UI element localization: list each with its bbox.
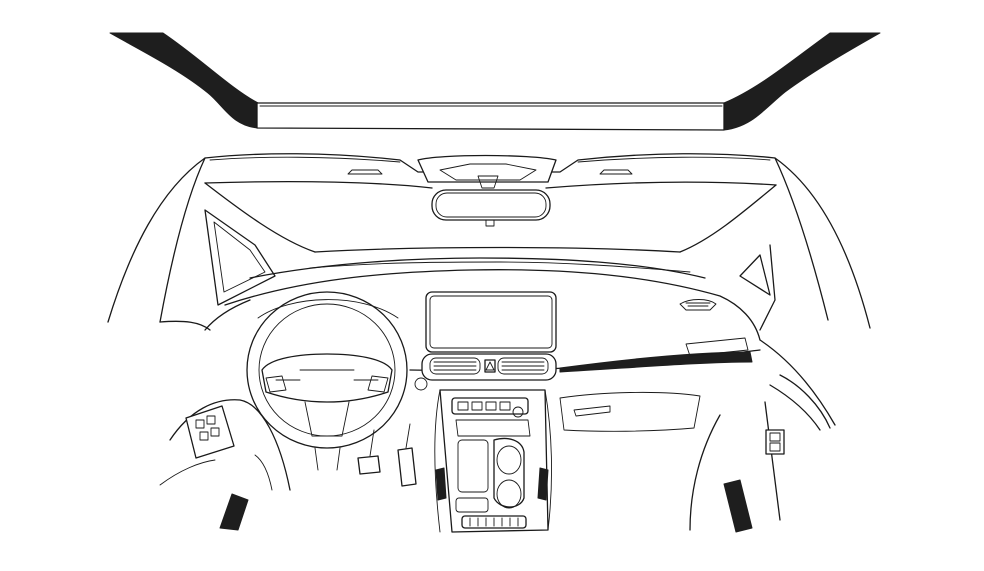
- climate-control-panel[interactable]: [451, 397, 529, 415]
- wireless-charging-pad: [457, 439, 489, 493]
- window-switch-4[interactable]: [210, 427, 220, 437]
- right-window-switch-bottom[interactable]: [769, 442, 781, 452]
- overhead-console-lamp: [439, 163, 537, 181]
- dashboard-upper-contour: [224, 269, 761, 341]
- pedals: [357, 423, 417, 487]
- left-pillar-inner: [159, 157, 206, 323]
- right-a-pillar-shade: [723, 32, 881, 131]
- cup-holder-front: [496, 445, 522, 475]
- right-window-switch-top[interactable]: [769, 432, 781, 442]
- right-door-armrest: [769, 374, 831, 431]
- steering-wheel[interactable]: [246, 291, 408, 471]
- roof-outer-line: [107, 153, 871, 329]
- right-door: [689, 244, 836, 533]
- center-console: [434, 389, 553, 533]
- climate-button-4[interactable]: [499, 401, 511, 411]
- right-pillar-inner: [774, 157, 829, 321]
- accelerator-pedal[interactable]: [397, 447, 417, 487]
- grab-handle-right: [599, 169, 633, 175]
- hazard-button[interactable]: [484, 359, 496, 373]
- windshield-bottom-edge: [314, 246, 681, 253]
- left-a-pillar-shade: [109, 32, 259, 129]
- passenger-vent-slats: [685, 302, 711, 307]
- steering-wheel-hub-detail: [275, 369, 379, 381]
- brake-pedal[interactable]: [357, 455, 381, 475]
- window-switch-panel: [185, 405, 235, 459]
- glovebox-handle: [573, 405, 611, 417]
- infotainment: [425, 291, 557, 353]
- cup-holders: [493, 437, 525, 508]
- windshield-top-edge: [204, 180, 777, 189]
- cup-holder-rear: [496, 479, 522, 509]
- dashboard: [204, 257, 761, 432]
- dashboard-trim-accent: [559, 351, 753, 373]
- accelerator-pedal-arm: [405, 423, 411, 449]
- right-window-switch[interactable]: [765, 429, 785, 455]
- window-switch-2[interactable]: [206, 415, 216, 425]
- steering-wheel-right-buttons[interactable]: [367, 375, 389, 393]
- steering-wheel-spoke-bottom: [304, 401, 350, 437]
- infotainment-screen-display[interactable]: [429, 295, 553, 349]
- console-left-accent: [435, 467, 447, 501]
- climate-button-1[interactable]: [457, 401, 469, 411]
- steering-column: [314, 447, 341, 471]
- console-bottom-vent-slats: [469, 517, 519, 527]
- infotainment-screen[interactable]: [425, 291, 557, 353]
- console-button-strip[interactable]: [455, 497, 489, 513]
- right-window-frame: [759, 244, 776, 331]
- sun-visor-left: [209, 156, 401, 163]
- rear-view-mirror: [431, 189, 551, 221]
- center-console-left-edge: [434, 389, 441, 533]
- windshield-left-edge: [204, 182, 316, 253]
- console-right-accent: [537, 467, 549, 501]
- left-door-handle[interactable]: [254, 454, 273, 491]
- climate-button-2[interactable]: [471, 401, 483, 411]
- left-quarter-window-inner: [213, 221, 266, 293]
- start-button[interactable]: [414, 377, 428, 391]
- climate-button-3[interactable]: [485, 401, 497, 411]
- mirror-mount: [485, 219, 495, 227]
- passenger-air-vent: [679, 299, 717, 311]
- right-door-panel: [689, 401, 781, 531]
- climate-knob[interactable]: [512, 406, 524, 418]
- left-dash-end: [204, 299, 251, 331]
- left-quarter-window: [204, 209, 276, 306]
- left-door-pocket-accent: [219, 493, 249, 531]
- sun-visor-right: [577, 156, 771, 163]
- right-door-pocket-accent: [723, 479, 753, 533]
- left-door-lower: [159, 459, 216, 486]
- left-door-top: [159, 320, 211, 331]
- right-quarter-window: [739, 254, 771, 296]
- steering-wheel-left-buttons[interactable]: [265, 375, 287, 393]
- dashboard-crease: [309, 261, 691, 273]
- brake-pedal-arm: [369, 429, 375, 457]
- center-vent-right[interactable]: [497, 357, 549, 375]
- overhead-console-body: [417, 154, 557, 183]
- storage-tray: [455, 419, 531, 437]
- center-console-right-edge: [544, 389, 553, 531]
- roof-header: [109, 32, 881, 131]
- instrument-cluster-hood: [257, 299, 399, 319]
- windshield-right-edge: [679, 184, 777, 253]
- passenger-dash-panel: [685, 337, 749, 357]
- right-door-top: [759, 339, 836, 426]
- glovebox: [559, 391, 701, 432]
- center-vent-left[interactable]: [429, 357, 481, 375]
- left-door: [159, 209, 291, 531]
- windshield-frame: [107, 153, 871, 329]
- window-switch-1[interactable]: [195, 419, 205, 429]
- hazard-icon: [485, 361, 495, 371]
- rear-view-mirror-glass: [435, 192, 547, 218]
- center-vents: [414, 353, 557, 391]
- steering-wheel-hub[interactable]: [261, 353, 393, 403]
- grab-handle-left: [347, 169, 383, 175]
- center-vent-left-slats: [433, 361, 477, 371]
- overhead-console-button: [477, 175, 499, 189]
- window-switch-3[interactable]: [199, 431, 209, 441]
- center-vent-right-slats: [501, 361, 545, 371]
- overhead-console: [417, 154, 557, 227]
- headliner-strip: [256, 102, 725, 131]
